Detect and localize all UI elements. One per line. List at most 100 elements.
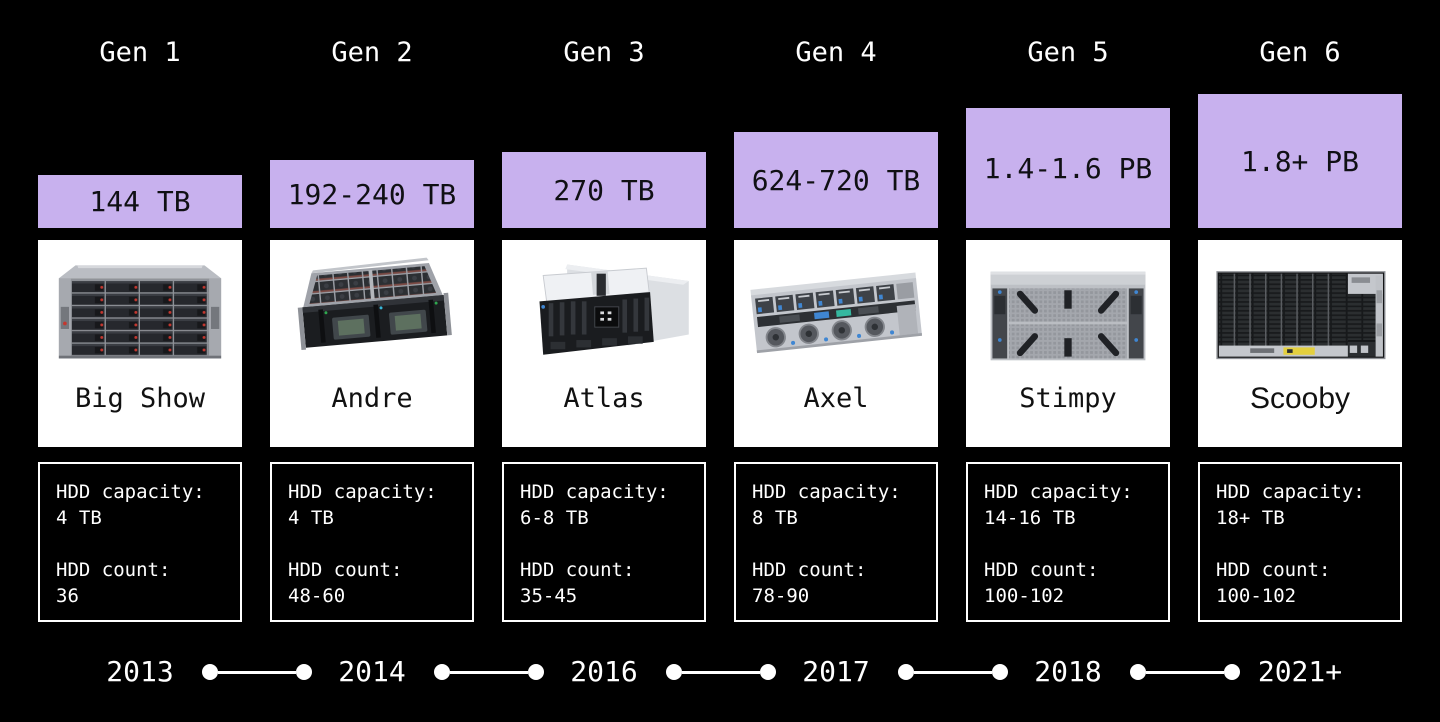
hdd-count-value: 35-45 (520, 585, 578, 607)
timeline-connector (898, 647, 1008, 697)
generation-column-3: Gen 3 270 TB (502, 0, 706, 722)
timeline-line (218, 670, 296, 674)
hdd-capacity-value: 18+ TB (1216, 507, 1285, 529)
hdd-capacity-label: HDD capacity: (288, 481, 437, 503)
generation-column-1: Gen 1 144 TB (38, 0, 242, 722)
spacer (1216, 531, 1400, 557)
timeline-dot (760, 664, 776, 680)
timeline-line (450, 670, 528, 674)
capacity-value: 270 TB (553, 173, 655, 207)
hdd-details-box: HDD capacity: 18+ TB HDD count: 100-102 (1198, 462, 1402, 622)
timeline-dot (666, 664, 682, 680)
timeline-dot (434, 664, 450, 680)
hdd-capacity-label: HDD capacity: (1216, 481, 1365, 503)
server-photo-big-show (46, 250, 234, 372)
timeline-line (682, 670, 760, 674)
timeline-connector (666, 647, 776, 697)
timeline-year: 2013 (106, 655, 174, 688)
capacity-box: 144 TB (38, 175, 242, 228)
generation-label: Gen 1 (99, 37, 181, 68)
timeline-dot (528, 664, 544, 680)
hdd-count-value: 100-102 (1216, 585, 1297, 607)
hdd-count-label: HDD count: (752, 559, 867, 581)
hdd-capacity-label: HDD capacity: (56, 481, 205, 503)
server-name: Atlas (563, 383, 645, 414)
hdd-details-box: HDD capacity: 4 TB HDD count: 48-60 (270, 462, 474, 622)
timeline-year: 2017 (802, 655, 870, 688)
hdd-details-box: HDD capacity: 14-16 TB HDD count: 100-10… (966, 462, 1170, 622)
hdd-count-value: 78-90 (752, 585, 810, 607)
capacity-value: 192-240 TB (287, 177, 457, 211)
hdd-count-label: HDD count: (1216, 559, 1331, 581)
timeline: 2013 2014 2016 2017 2018 2021+ (0, 647, 1440, 697)
generation-column-6: Gen 6 1.8+ PB (1198, 0, 1402, 722)
timeline-dot (296, 664, 312, 680)
server-photo-andre (278, 250, 466, 372)
hdd-capacity-value: 4 TB (288, 507, 334, 529)
server-card: Big Show (38, 240, 242, 447)
generation-label: Gen 3 (563, 37, 645, 68)
generation-label: Gen 6 (1259, 37, 1341, 68)
hdd-details-box: HDD capacity: 6-8 TB HDD count: 35-45 (502, 462, 706, 622)
timeline-year: 2021+ (1257, 655, 1343, 688)
hdd-capacity-label: HDD capacity: (752, 481, 901, 503)
spacer (56, 531, 240, 557)
hdd-count-label: HDD count: (288, 559, 403, 581)
capacity-value: 144 TB (89, 185, 191, 218)
server-photo-stimpy (974, 250, 1162, 372)
capacity-value: 1.8+ PB (1240, 144, 1359, 178)
server-photo-scooby (1206, 250, 1394, 372)
hdd-count-value: 100-102 (984, 585, 1065, 607)
hdd-capacity-value: 14-16 TB (984, 507, 1076, 529)
server-card: Andre (270, 240, 474, 447)
hdd-capacity-label: HDD capacity: (984, 481, 1133, 503)
capacity-box: 270 TB (502, 152, 706, 228)
timeline-dot (202, 664, 218, 680)
timeline-year: 2018 (1034, 655, 1102, 688)
capacity-value: 624-720 TB (751, 163, 921, 197)
server-photo-axel (742, 250, 930, 372)
timeline-connector (202, 647, 312, 697)
server-card: Scooby (1198, 240, 1402, 447)
timeline-line (914, 670, 992, 674)
server-name: Axel (803, 383, 869, 414)
hdd-count-label: HDD count: (56, 559, 171, 581)
hdd-capacity-label: HDD capacity: (520, 481, 669, 503)
spacer (288, 531, 472, 557)
generation-column-5: Gen 5 1.4-1.6 PB (966, 0, 1170, 722)
timeline-dot (1130, 664, 1146, 680)
generation-label: Gen 5 (1027, 37, 1109, 68)
server-card: Atlas (502, 240, 706, 447)
timeline-dot (898, 664, 914, 680)
hdd-capacity-value: 8 TB (752, 507, 798, 529)
generation-label: Gen 2 (331, 37, 413, 68)
hdd-capacity-value: 4 TB (56, 507, 102, 529)
hdd-capacity-value: 6-8 TB (520, 507, 589, 529)
server-card: Axel (734, 240, 938, 447)
spacer (984, 531, 1168, 557)
capacity-box: 1.8+ PB (1198, 94, 1402, 228)
spacer (520, 531, 704, 557)
timeline-year: 2016 (570, 655, 638, 688)
generation-column-4: Gen 4 624-720 TB (734, 0, 938, 722)
capacity-box: 192-240 TB (270, 160, 474, 228)
timeline-connector (1130, 647, 1240, 697)
timeline-connector (434, 647, 544, 697)
server-name: Stimpy (1019, 383, 1117, 414)
timeline-dot (992, 664, 1008, 680)
hdd-details-box: HDD capacity: 4 TB HDD count: 36 (38, 462, 242, 622)
server-photo-atlas (510, 250, 698, 372)
server-card: Stimpy (966, 240, 1170, 447)
timeline-line (1146, 670, 1224, 674)
spacer (752, 531, 936, 557)
server-name: Andre (331, 383, 413, 414)
hdd-count-label: HDD count: (984, 559, 1099, 581)
server-name: Big Show (74, 383, 206, 414)
timeline-dot (1224, 664, 1240, 680)
hdd-count-value: 36 (56, 585, 79, 607)
generation-column-2: Gen 2 192-240 TB (270, 0, 474, 722)
hdd-count-value: 48-60 (288, 585, 346, 607)
capacity-value: 1.4-1.6 PB (983, 151, 1153, 185)
server-name: Scooby (1249, 382, 1351, 415)
